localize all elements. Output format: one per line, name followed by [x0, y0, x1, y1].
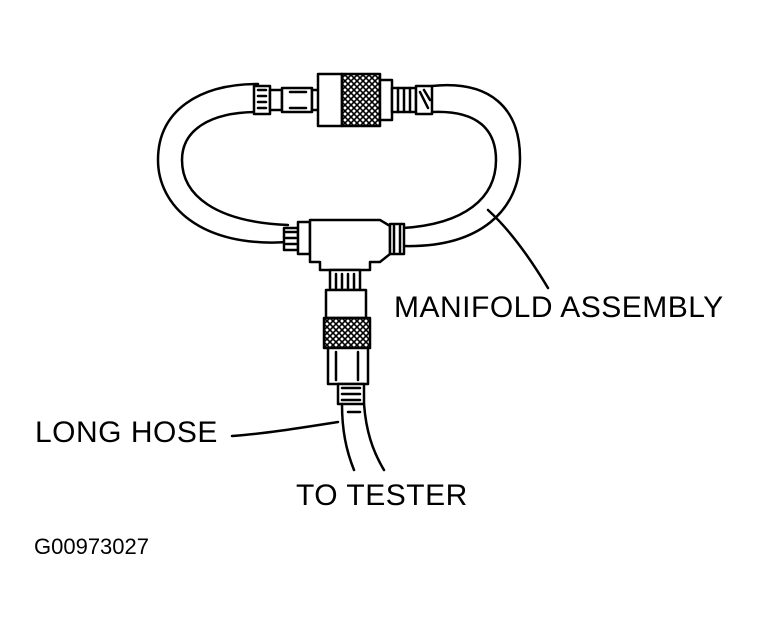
manifold-assembly-label: MANIFOLD ASSEMBLY	[394, 291, 724, 324]
long-hose-label: LONG HOSE	[35, 416, 218, 449]
tee-fitting	[282, 218, 406, 272]
top-right-hose-fitting	[414, 84, 434, 116]
figure-code: G00973027	[34, 534, 149, 559]
to-tester-label: TO TESTER	[296, 479, 468, 512]
manifold-leader-line	[486, 208, 550, 290]
right-loop-hose	[401, 83, 522, 248]
left-loop-hose	[156, 82, 290, 244]
top-quick-coupler	[310, 72, 418, 128]
long-hose	[340, 402, 386, 472]
long-hose-leader-line	[230, 420, 340, 438]
vertical-quick-coupler	[322, 268, 372, 406]
top-left-hose-fitting	[252, 84, 314, 116]
